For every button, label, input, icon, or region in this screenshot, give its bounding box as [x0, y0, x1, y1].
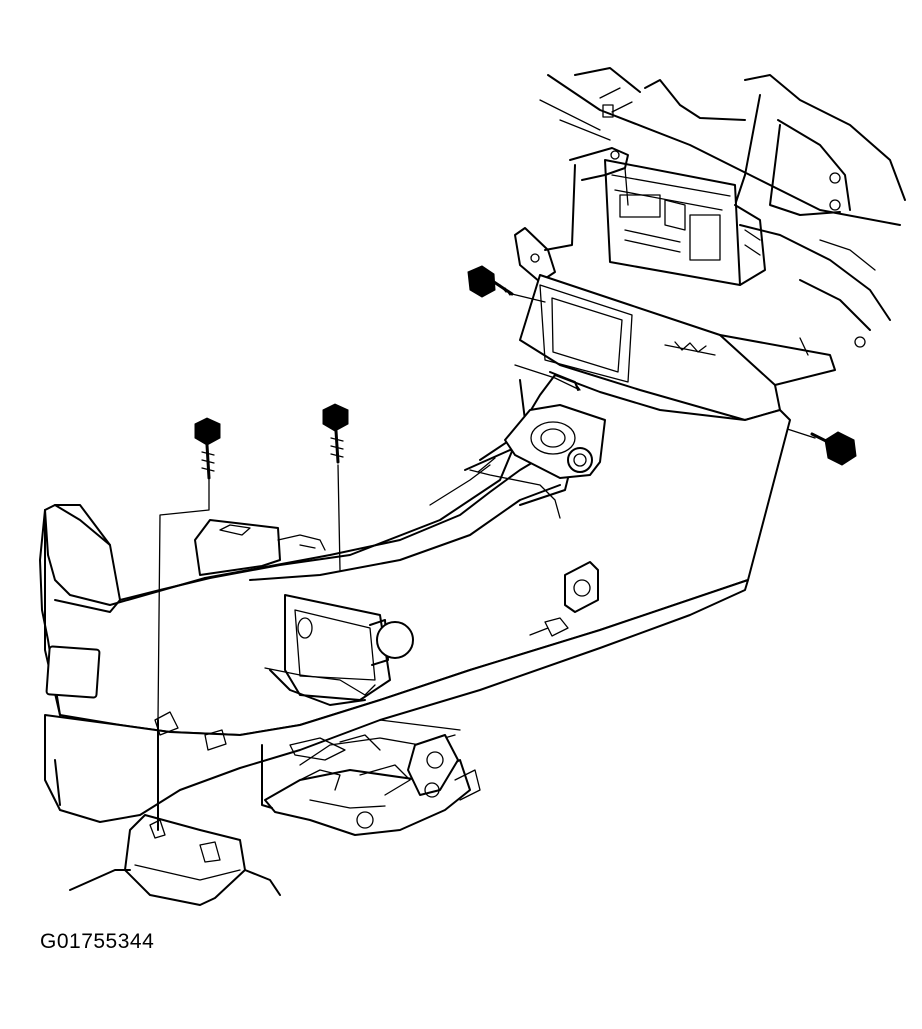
instrument-panel: [539, 67, 906, 348]
console-front-trim-panel: [519, 274, 836, 421]
radio-control-head: [604, 159, 766, 286]
console-body: [39, 364, 791, 823]
upper-left-bolt: [467, 265, 514, 298]
rear-upper-bracket: [194, 519, 326, 576]
rear-right-bolt: [322, 403, 349, 571]
side-access-bracket: [264, 594, 414, 706]
right-side-bolt: [774, 424, 857, 466]
upper-mounting-bracket: [514, 147, 629, 283]
rear-left-bolt: [157, 417, 221, 721]
floor-mounting-bracket-rear: [69, 711, 281, 906]
shifter-base-mechanism: [261, 719, 481, 836]
leader-lines: [511, 167, 629, 303]
figure-id-label: G01755344: [40, 930, 155, 953]
